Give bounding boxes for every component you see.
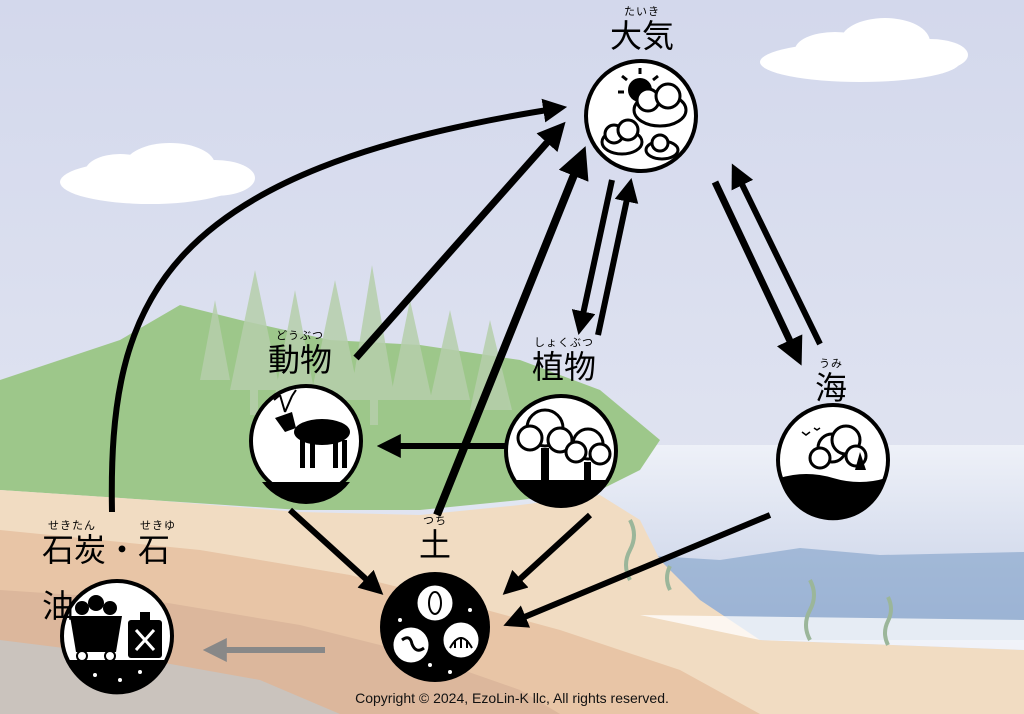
sun-cloud-icon: [600, 68, 688, 161]
node-ocean: [776, 403, 890, 521]
coal-cart-oil-can-icon: [70, 595, 162, 662]
arrow-soil-to-atmosphere: [433, 146, 589, 517]
forest: [200, 265, 512, 425]
arrow-ocean-to-atmosphere: [731, 163, 823, 346]
label-ocean: うみ 海: [814, 357, 847, 407]
arrow-ocean-to-soil: [503, 512, 772, 628]
arrow-fossil-to-atmosphere: [108, 98, 568, 513]
cloud-left: [60, 143, 255, 204]
label-soil: つち 土: [418, 514, 451, 564]
node-plants: [504, 394, 618, 508]
label-atmosphere: たいき 大気: [609, 5, 674, 55]
soil-organisms-icon: [393, 585, 479, 663]
deer-icon: [273, 389, 350, 468]
flow-arrows: [108, 98, 823, 662]
label-fossil: せきたん せきゆ 石炭・石 油: [42, 519, 176, 625]
node-soil: [380, 572, 490, 682]
arrow-plants-to-soil: [502, 512, 593, 595]
cloud-right: [760, 18, 968, 82]
arrow-animals-to-atmosphere: [353, 121, 566, 361]
sea-boat-icon: [801, 424, 868, 470]
label-plants: しょくぶつ 植物: [531, 336, 596, 386]
node-fossil: [60, 579, 174, 695]
trees-icon: [516, 408, 612, 484]
arrow-plants-to-atmosphere: [595, 177, 639, 336]
node-animals: [249, 384, 363, 504]
arrow-atmosphere-to-ocean: [711, 180, 803, 366]
arrow-atmosphere-to-plants: [571, 179, 615, 336]
node-atmosphere: [584, 59, 698, 173]
arrow-animals-to-soil: [287, 507, 384, 595]
label-animals: どうぶつ 動物: [267, 329, 332, 379]
copyright-notice: Copyright © 2024, EzoLin-K llc, All righ…: [355, 690, 669, 706]
seaweed: [624, 519, 893, 646]
